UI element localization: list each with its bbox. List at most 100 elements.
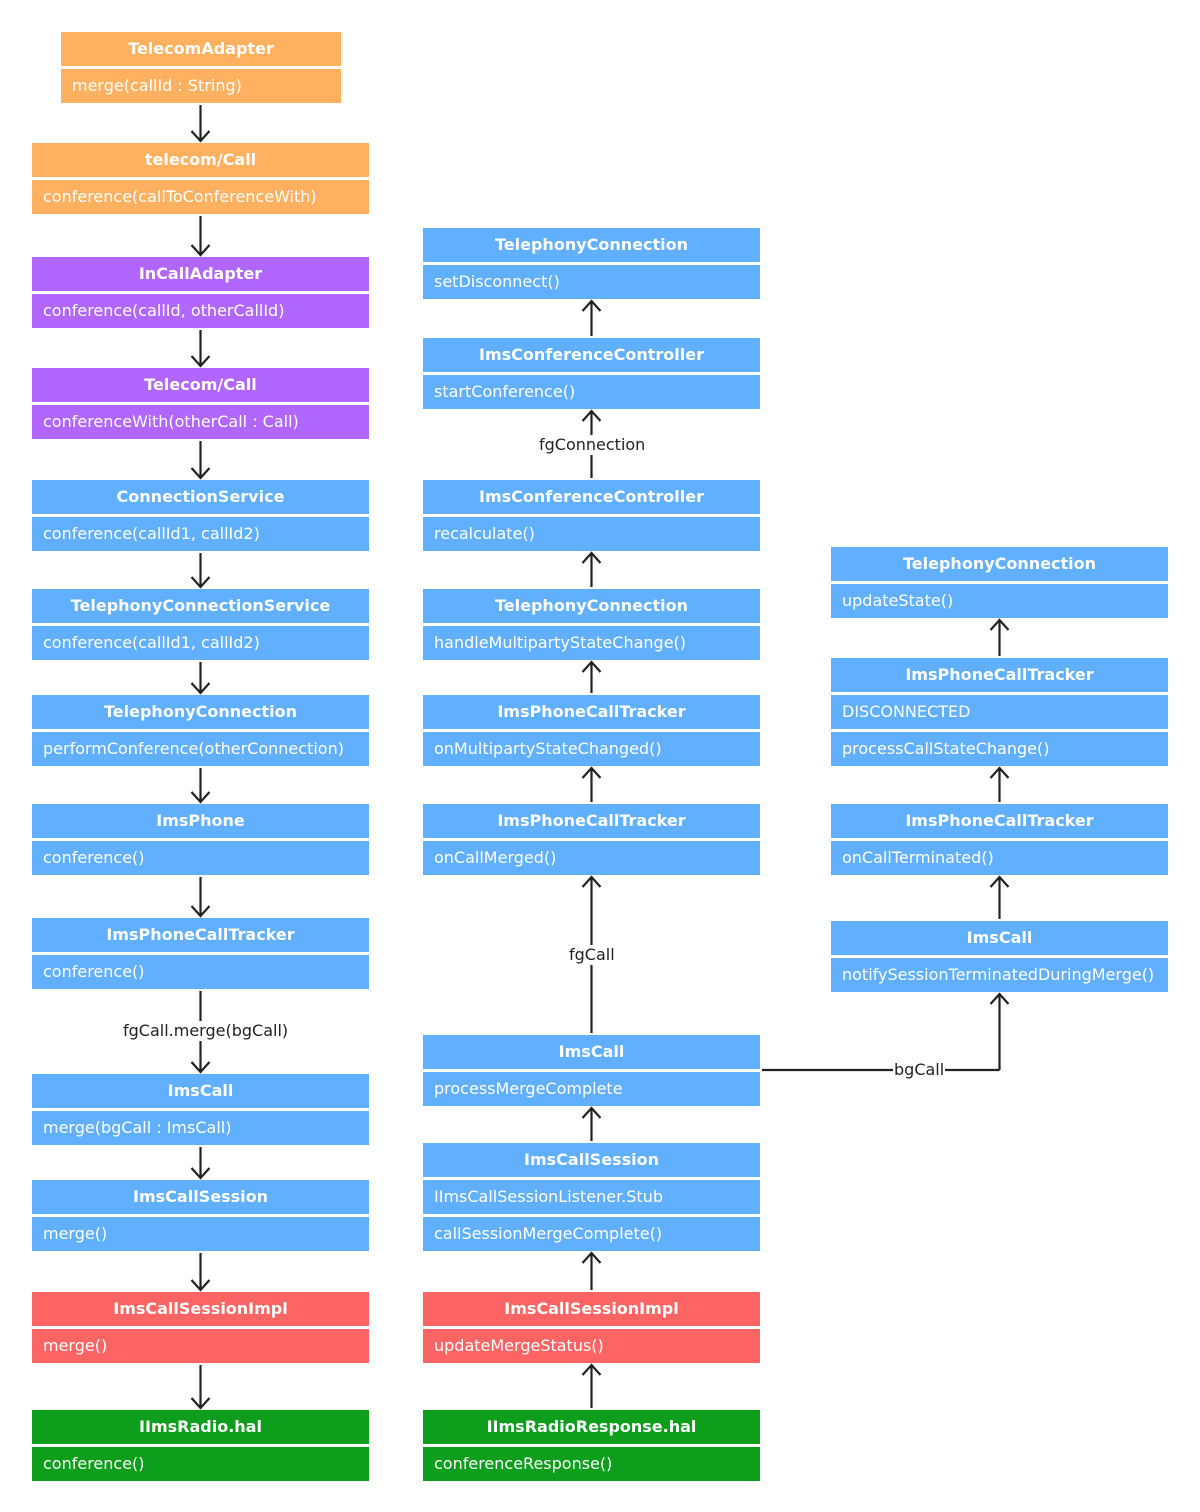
- node-title: ImsCall: [32, 1074, 369, 1108]
- node-title: ImsPhoneCallTracker: [32, 918, 369, 952]
- node-title: telecom/Call: [32, 143, 369, 177]
- arrowhead: [190, 467, 211, 480]
- node-title: TelephonyConnection: [831, 547, 1168, 581]
- arrowhead: [989, 766, 1010, 779]
- arrowhead: [989, 618, 1010, 631]
- arrowhead: [581, 766, 602, 779]
- arrowhead: [581, 1251, 602, 1264]
- node-title: TelephonyConnection: [32, 695, 369, 729]
- node-title: ImsCall: [423, 1035, 760, 1069]
- node-title: ImsConferenceController: [423, 338, 760, 372]
- node-title: TelephonyConnection: [423, 589, 760, 623]
- node-method: merge(callId : String): [61, 69, 341, 103]
- arrowhead: [581, 299, 602, 312]
- arrowhead: [581, 1363, 602, 1376]
- arrowhead: [581, 660, 602, 673]
- node-title: ImsPhoneCallTracker: [423, 695, 760, 729]
- node-method: conference(callId1, callId2): [32, 517, 369, 551]
- node-method: processMergeComplete: [423, 1072, 760, 1106]
- arrowhead: [581, 551, 602, 564]
- edge-label-fgconnection: fgConnection: [538, 435, 647, 455]
- node-title: ImsPhone: [32, 804, 369, 838]
- arrowhead: [989, 992, 1010, 1005]
- arrowhead: [581, 409, 602, 422]
- node-title: ImsConferenceController: [423, 480, 760, 514]
- node-method: onMultipartyStateChanged(): [423, 732, 760, 766]
- node-method: setDisconnect(): [423, 265, 760, 299]
- node-title: ImsCallSessionImpl: [32, 1292, 369, 1326]
- node-method: DISCONNECTED: [831, 695, 1168, 729]
- node-method: callSessionMergeComplete(): [423, 1217, 760, 1251]
- node-method: recalculate(): [423, 517, 760, 551]
- node-method: conference(callToConferenceWith): [32, 180, 369, 214]
- node-method: conference(): [32, 955, 369, 989]
- node-title: TelephonyConnection: [423, 228, 760, 262]
- node-method: updateMergeStatus(): [423, 1329, 760, 1363]
- node-method: conferenceWith(otherCall : Call): [32, 405, 369, 439]
- node-method: conference(): [32, 841, 369, 875]
- node-method: startConference(): [423, 375, 760, 409]
- edge-label-bgcall: bgCall: [893, 1060, 946, 1080]
- node-method: conference(callId1, callId2): [32, 626, 369, 660]
- node-title: TelecomAdapter: [61, 32, 341, 66]
- node-title: ImsPhoneCallTracker: [831, 804, 1168, 838]
- arrowhead: [190, 1167, 211, 1180]
- node-title: ImsCallSession: [423, 1143, 760, 1177]
- arrowhead: [190, 1061, 211, 1074]
- arrowhead: [190, 791, 211, 804]
- node-title: ImsCallSession: [32, 1180, 369, 1214]
- node-method: onCallMerged(): [423, 841, 760, 875]
- node-title: ImsPhoneCallTracker: [831, 658, 1168, 692]
- node-title: IImsRadio.hal: [32, 1410, 369, 1444]
- node-method: merge(bgCall : ImsCall): [32, 1111, 369, 1145]
- node-title: ImsCallSessionImpl: [423, 1292, 760, 1326]
- arrowhead: [989, 875, 1010, 888]
- edge-label-fgcall-merge: fgCall.merge(bgCall): [122, 1021, 290, 1041]
- node-method: merge(): [32, 1329, 369, 1363]
- arrowhead: [581, 875, 602, 888]
- arrowhead: [190, 130, 211, 143]
- node-method: conferenceResponse(): [423, 1447, 760, 1481]
- node-title: IImsRadioResponse.hal: [423, 1410, 760, 1444]
- arrowhead: [190, 682, 211, 695]
- node-method: handleMultipartyStateChange(): [423, 626, 760, 660]
- node-method: merge(): [32, 1217, 369, 1251]
- node-method: performConference(otherConnection): [32, 732, 369, 766]
- node-title: Telecom/Call: [32, 368, 369, 402]
- node-method: onCallTerminated(): [831, 841, 1168, 875]
- arrowhead: [190, 1397, 211, 1410]
- node-title: ImsPhoneCallTracker: [423, 804, 760, 838]
- arrowhead: [190, 355, 211, 368]
- node-method: conference(): [32, 1447, 369, 1481]
- node-method: notifySessionTerminatedDuringMerge(): [831, 958, 1168, 992]
- arrowhead: [190, 576, 211, 589]
- node-title: TelephonyConnectionService: [32, 589, 369, 623]
- node-title: ImsCall: [831, 921, 1168, 955]
- arrowhead: [190, 905, 211, 918]
- arrowhead: [190, 244, 211, 257]
